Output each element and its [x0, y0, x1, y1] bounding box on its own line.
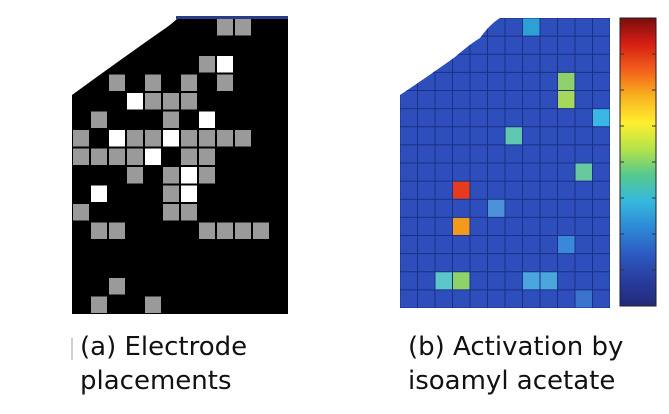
- activation-cell: [557, 235, 575, 254]
- activation-cell: [575, 163, 593, 182]
- electrode-cell: [73, 204, 89, 221]
- electrode-cell-bright: [145, 148, 161, 165]
- electrode-cell: [181, 130, 197, 147]
- electrode-cell: [109, 222, 125, 239]
- electrode-cell: [91, 148, 107, 165]
- activation-cell: [452, 271, 470, 290]
- electrode-cell: [91, 296, 107, 313]
- activation-cell: [487, 199, 505, 218]
- activation-cell: [575, 289, 593, 308]
- activation-cell: [522, 18, 540, 37]
- caption-electrode-placements: (a) Electrode placements: [80, 332, 248, 396]
- electrode-cell: [181, 148, 197, 165]
- array-top-edge: [176, 16, 288, 19]
- activation-cell: [522, 271, 540, 290]
- electrode-cell-bright: [163, 130, 179, 147]
- activation-cell: [505, 126, 523, 145]
- electrode-cell: [145, 296, 161, 313]
- activation-cell: [540, 271, 558, 290]
- electrode-cell-bright: [91, 185, 107, 202]
- electrode-cell-bright: [181, 167, 197, 184]
- electrode-cell: [199, 56, 215, 73]
- electrode-cell: [235, 130, 251, 147]
- electrode-cell-bright: [217, 56, 233, 73]
- electrode-cell: [235, 19, 251, 36]
- electrode-cell: [163, 93, 179, 110]
- electrode-cell: [163, 185, 179, 202]
- electrode-cell: [199, 222, 215, 239]
- electrode-cell: [181, 204, 197, 221]
- electrode-placement-panel: [72, 16, 288, 314]
- electrode-cell-bright: [181, 185, 197, 202]
- caption-edge-mark: [71, 338, 73, 360]
- electrode-cell: [145, 93, 161, 110]
- electrode-cell: [199, 130, 215, 147]
- electrode-cell: [91, 222, 107, 239]
- electrode-cell: [127, 148, 143, 165]
- electrode-cell: [235, 222, 251, 239]
- electrode-cell-bright: [127, 93, 143, 110]
- activation-cell: [557, 90, 575, 109]
- electrode-cell: [145, 74, 161, 91]
- electrode-cells: [73, 19, 269, 313]
- electrode-cell: [217, 130, 233, 147]
- electrode-cell-bright: [109, 130, 125, 147]
- electrode-cell: [127, 130, 143, 147]
- electrode-cell: [199, 148, 215, 165]
- electrode-cell: [73, 130, 89, 147]
- electrode-cell: [253, 222, 269, 239]
- colorbar-gradient: [619, 17, 657, 307]
- electrode-cell: [217, 222, 233, 239]
- electrode-cell: [181, 93, 197, 110]
- electrode-cell: [217, 19, 233, 36]
- electrode-cell: [181, 74, 197, 91]
- electrode-cell-bright: [199, 111, 215, 128]
- electrode-cell: [163, 204, 179, 221]
- activation-cells: [435, 18, 610, 308]
- electrode-array-background: [72, 18, 288, 314]
- activation-cell: [435, 271, 453, 290]
- electrode-cell: [127, 167, 143, 184]
- activation-cell: [592, 108, 610, 127]
- electrode-cell: [109, 278, 125, 295]
- electrode-cell: [199, 167, 215, 184]
- activation-map-panel: [400, 18, 610, 308]
- colorbar-ticks: [620, 53, 656, 271]
- electrode-cell: [217, 74, 233, 91]
- activation-cell: [452, 181, 470, 200]
- colorbar: [619, 17, 657, 307]
- electrode-cell: [109, 148, 125, 165]
- electrode-cell: [73, 148, 89, 165]
- caption-activation-isoamyl-acetate: (b) Activation by isoamyl acetate: [408, 332, 624, 396]
- activation-cell: [452, 217, 470, 236]
- electrode-cell: [91, 111, 107, 128]
- electrode-cell: [163, 111, 179, 128]
- activation-cell: [557, 72, 575, 91]
- electrode-cell: [145, 130, 161, 147]
- electrode-cell: [109, 74, 125, 91]
- electrode-cell: [163, 167, 179, 184]
